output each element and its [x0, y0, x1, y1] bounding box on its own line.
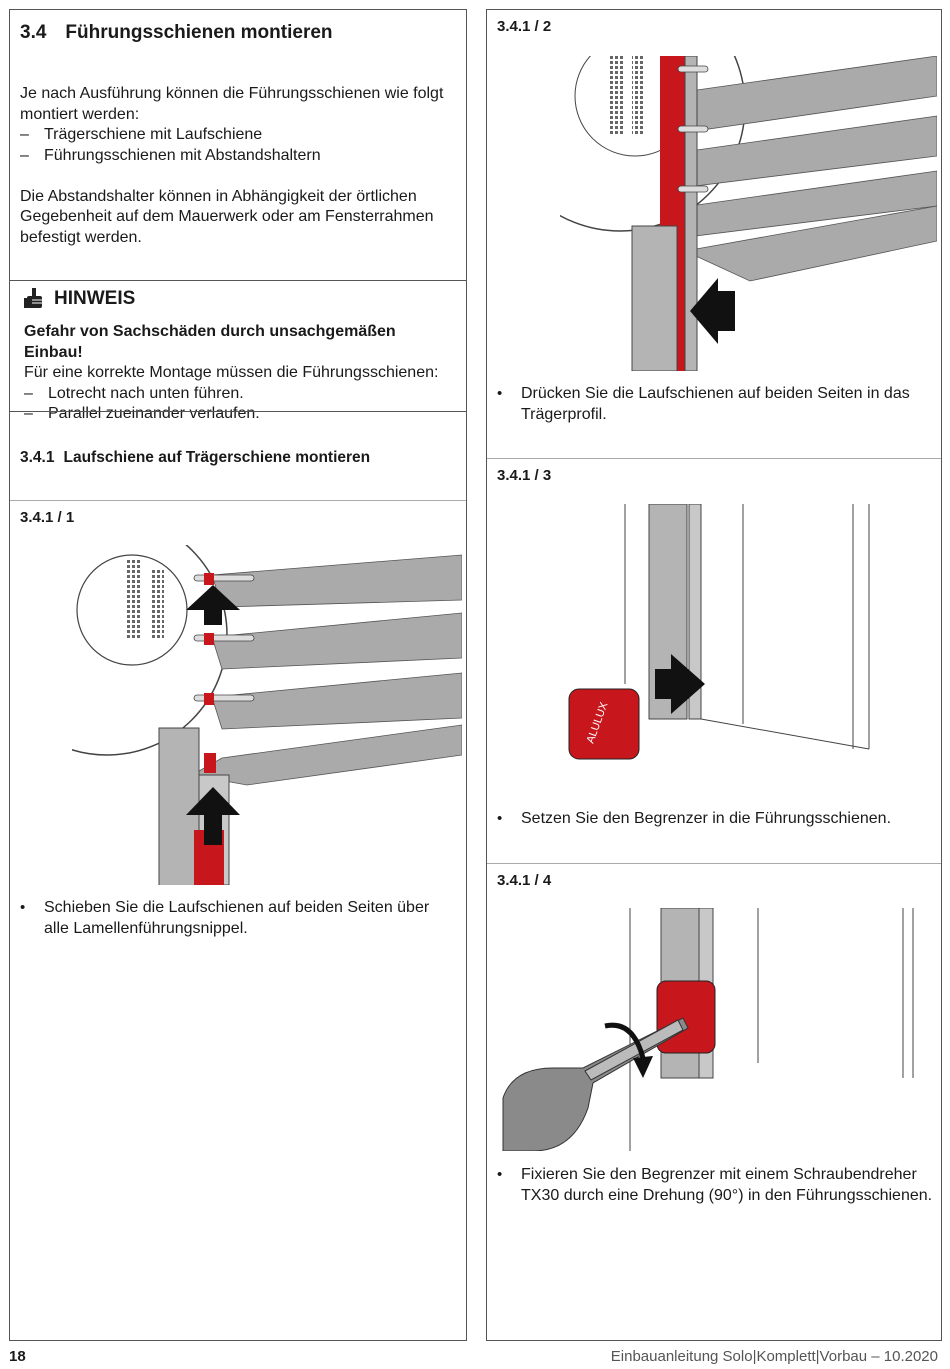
notice-box: HINWEIS Gefahr von Sachschäden durch uns…	[24, 288, 458, 425]
page-number: 18	[9, 1348, 26, 1365]
left-column: 3.4 Führungsschienen montieren Je nach Au…	[9, 9, 467, 1341]
step-1-illustration	[72, 545, 462, 885]
intro-list-item: –Trägerschiene mit Laufschiene	[20, 126, 263, 143]
step-3-instruction: •Setzen Sie den Begrenzer in die Führung…	[497, 810, 892, 827]
notice-list-item: –Parallel zueinander verlaufen.	[24, 405, 260, 422]
right-column: 3.4.1 / 2	[486, 9, 942, 1341]
intro-list-item: –Führungsschienen mit Abstandshaltern	[20, 146, 321, 164]
subsection-number: 3.4.1	[20, 449, 55, 466]
step-label: 3.4.1 / 1	[20, 509, 75, 526]
intro-block: Je nach Ausführung können die Führungssc…	[20, 84, 458, 248]
step-label: 3.4.1 / 2	[497, 18, 552, 35]
intro-text-2: Die Abstandshalter können in Abhängigkei…	[20, 187, 434, 246]
divider	[487, 863, 941, 864]
divider	[10, 411, 466, 412]
step-label: 3.4.1 / 3	[497, 467, 552, 484]
document-footer: Einbauanleitung Solo|Komplett|Vorbau – 1…	[610, 1348, 938, 1365]
step-3-illustration: ALULUX	[563, 504, 903, 766]
step-2-illustration	[560, 56, 937, 371]
intro-text: Je nach Ausführung können die Führungssc…	[20, 85, 444, 123]
divider	[10, 280, 466, 281]
divider	[487, 458, 941, 459]
step-label: 3.4.1 / 4	[497, 872, 552, 889]
notice-text: Für eine korrekte Montage müssen die Füh…	[24, 364, 439, 381]
subsection-title: Laufschiene auf Trägerschiene montieren	[63, 449, 371, 466]
pointing-hand-icon	[24, 288, 54, 310]
step-2-instruction: •Drücken Sie die Laufschienen auf beiden…	[497, 385, 910, 423]
step-1-instruction: •Schieben Sie die Laufschienen auf beide…	[20, 899, 430, 937]
notice-headline: Gefahr von Sachschäden durch unsachgemäß…	[24, 323, 396, 361]
section-title: Führungsschienen montieren	[65, 22, 333, 43]
notice-list-item: –Lotrecht nach unten führen.	[24, 384, 244, 402]
notice-title: HINWEIS	[54, 288, 136, 309]
section-heading: 3.4 Führungsschienen montieren	[20, 22, 466, 44]
subsection-heading: 3.4.1 Laufschiene auf Trägerschiene monti…	[20, 449, 466, 467]
step-4-illustration	[493, 908, 937, 1151]
divider	[10, 500, 466, 501]
step-4-instruction: •Fixieren Sie den Begrenzer mit einem Sc…	[497, 1166, 933, 1204]
section-number: 3.4	[20, 22, 47, 43]
